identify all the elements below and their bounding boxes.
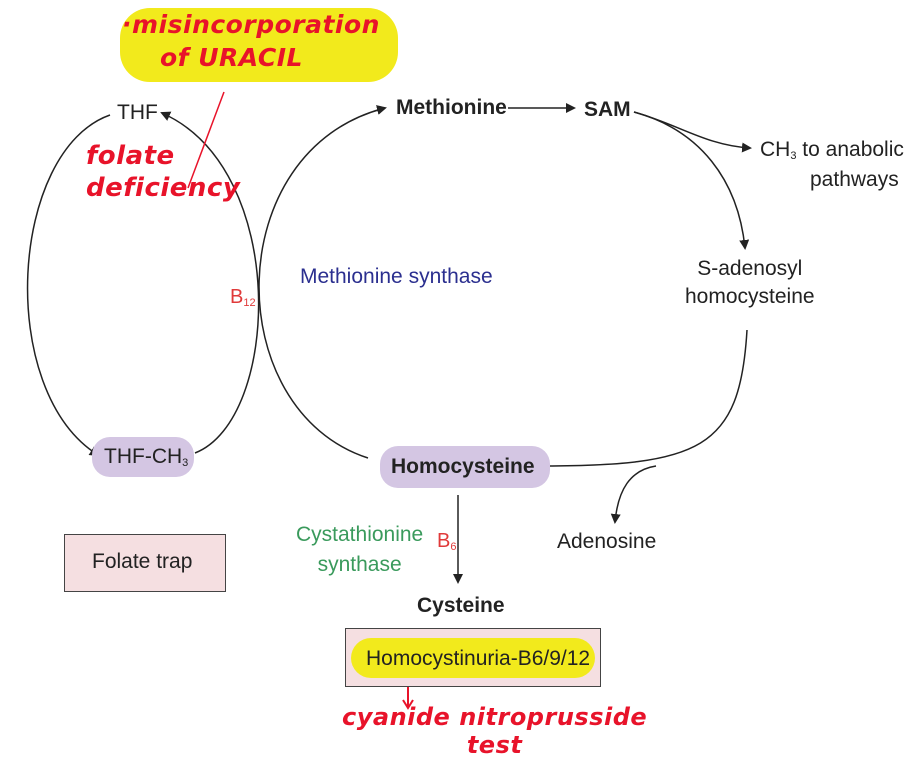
cystathionine-line1: Cystathionine bbox=[296, 523, 424, 546]
cystathionine-synthase-label: Cystathionine synthase bbox=[296, 520, 423, 580]
methionine-synthase-arc bbox=[258, 105, 387, 459]
thf-ch3-text: THF-CH bbox=[104, 445, 183, 468]
b12-label: B12 bbox=[230, 286, 256, 309]
homocystinuria-label: Homocystinuria-B6/9/12 bbox=[366, 647, 591, 670]
sam-to-sah-arrow bbox=[633, 111, 750, 250]
sah-line1: S-adenosyl bbox=[697, 257, 803, 280]
sah-label: S-adenosyl homocysteine bbox=[685, 255, 815, 311]
cystathionine-line2: synthase bbox=[317, 553, 402, 576]
misincorporation-annotation: ·misincorporation of URACIL bbox=[122, 8, 380, 74]
folate-cycle-left-arc bbox=[26, 114, 111, 457]
thf-ch3-pill bbox=[92, 437, 194, 477]
cyanide-pointer-head bbox=[402, 699, 414, 710]
homocystinuria-highlight bbox=[351, 638, 595, 678]
b6-subscript: 6 bbox=[450, 541, 457, 553]
folate-deficiency-line2: deficiency bbox=[86, 173, 241, 203]
b12-subscript: 12 bbox=[243, 297, 256, 309]
ch3-rest: to anabolic bbox=[796, 138, 904, 161]
homocysteine-label: Homocysteine bbox=[391, 455, 535, 478]
b6-label: B6 bbox=[437, 530, 456, 553]
thf-ch3-subscript: 3 bbox=[182, 457, 189, 469]
sam-label: SAM bbox=[584, 98, 631, 121]
ch3-subscript: 3 bbox=[790, 150, 797, 162]
folate-deficiency-line1: folate bbox=[86, 141, 175, 171]
methionine-synthase-label: Methionine synthase bbox=[300, 265, 493, 288]
folate-trap-box bbox=[64, 534, 226, 592]
thf-label: THF bbox=[117, 101, 158, 124]
sah-to-homocysteine-arrow bbox=[535, 329, 748, 471]
methionine-label: Methionine bbox=[396, 96, 507, 119]
b6-letter: B bbox=[437, 530, 451, 552]
misincorporation-line2: of URACIL bbox=[160, 43, 303, 72]
misincorporation-highlight bbox=[120, 8, 398, 82]
homocysteine-pill bbox=[380, 446, 550, 488]
ch3-prefix: CH bbox=[760, 138, 791, 161]
adenosine-label: Adenosine bbox=[557, 530, 657, 553]
cysteine-label: Cysteine bbox=[417, 594, 505, 617]
pathways-label: pathways bbox=[810, 168, 899, 191]
b12-letter: B bbox=[230, 286, 244, 308]
cyanide-line1: cyanide nitroprusside bbox=[342, 703, 648, 731]
misincorporation-line1: ·misincorporation bbox=[122, 10, 380, 39]
folate-deficiency-annotation: folate deficiency bbox=[86, 140, 240, 204]
thf-ch3-label: THF-CH3 bbox=[104, 445, 188, 469]
ch3-to-anabolic-label: CH3 to anabolic bbox=[760, 138, 904, 162]
annotation-pointer-line bbox=[187, 91, 225, 189]
sah-line2: homocysteine bbox=[685, 285, 815, 308]
folate-trap-label: Folate trap bbox=[92, 550, 193, 573]
cyanide-line2: test bbox=[466, 731, 523, 759]
cyanide-test-annotation: cyanide nitroprusside test bbox=[342, 703, 647, 759]
adenosine-branch-arrow bbox=[610, 465, 657, 524]
